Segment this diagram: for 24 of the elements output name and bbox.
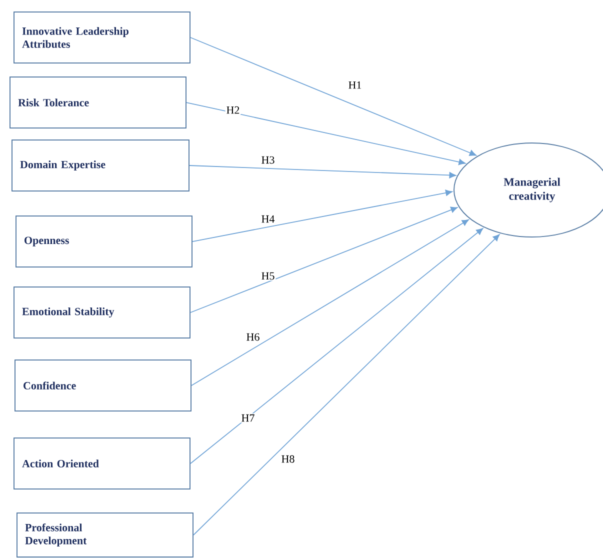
- factor-box: Professional Development: [16, 512, 194, 558]
- arrow: [186, 102, 466, 166]
- edge-label: H3: [260, 155, 276, 165]
- arrow: [190, 37, 476, 156]
- factor-box: Domain Expertise: [12, 140, 190, 192]
- arrow: [191, 219, 469, 386]
- factor-box: Action Oriented: [14, 438, 190, 490]
- edge-label: H1: [347, 80, 363, 90]
- arrow: [189, 165, 456, 178]
- edge-label: H7: [240, 413, 256, 423]
- edge-label: H2: [225, 105, 241, 115]
- factor-box: Confidence: [14, 360, 192, 412]
- factor-box: Openness: [16, 216, 192, 268]
- edge-label: H4: [260, 214, 276, 224]
- arrow: [192, 190, 452, 242]
- factor-box: Emotional Stability: [14, 286, 190, 338]
- arrow: [193, 234, 500, 536]
- factor-box: Innovative Leadership Attributes: [14, 12, 190, 64]
- edge-label: H8: [280, 454, 296, 464]
- arrow: [190, 228, 484, 464]
- factor-box: Risk Tolerance: [10, 76, 186, 128]
- edge-label: H6: [245, 332, 261, 342]
- arrow: [190, 206, 458, 313]
- edge-label: H5: [260, 271, 276, 281]
